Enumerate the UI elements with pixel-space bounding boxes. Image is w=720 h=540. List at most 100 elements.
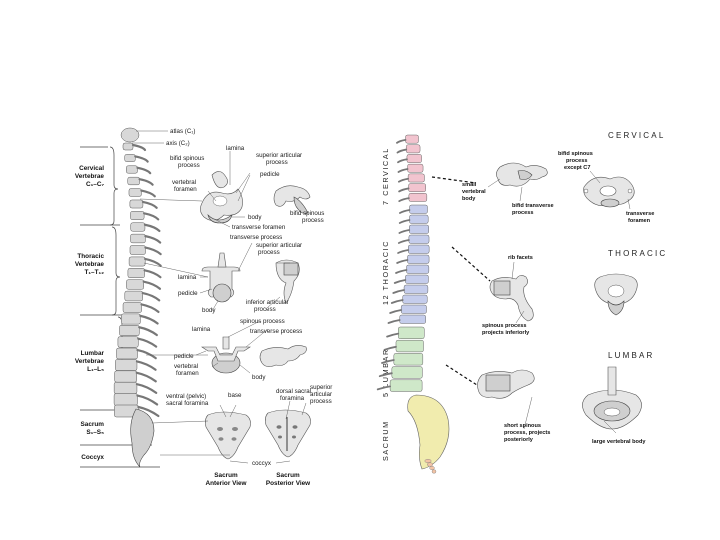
coccyx-segment <box>427 462 434 467</box>
vlabel-thoracic: 12 THORACIC <box>381 240 390 305</box>
section-coccyx-name: Coccyx <box>81 454 104 461</box>
svg-text:transverse: transverse <box>626 211 654 217</box>
process-mark <box>398 187 410 193</box>
svg-text:transverse process: transverse process <box>250 328 302 335</box>
vertebra-side <box>128 256 146 267</box>
vertebra-side <box>127 268 145 278</box>
svg-text:12 THORACIC: 12 THORACIC <box>381 240 390 305</box>
process-mark <box>392 289 405 294</box>
thoracic-vertebra <box>402 294 428 304</box>
svg-text:base: base <box>228 392 242 399</box>
process-mark <box>397 168 409 173</box>
thoracic-vertebra-top-view <box>201 252 241 303</box>
spinous-process-mark <box>144 235 162 244</box>
label-bifid-spinous-2b: process <box>302 217 324 224</box>
svg-text:Sacrum: Sacrum <box>81 421 105 428</box>
svg-text:CERVICAL: CERVICAL <box>608 131 665 140</box>
label-pedicle-lumbar: pedicle <box>174 353 194 360</box>
label-bifid-spinous-1b: process <box>178 162 200 169</box>
svg-text:foramen: foramen <box>628 218 651 224</box>
svg-text:T₁–T₁₂: T₁–T₁₂ <box>85 269 105 276</box>
svg-text:process: process <box>566 158 587 164</box>
svg-text:C₁–C₇: C₁–C₇ <box>86 181 104 188</box>
section-sacrum-name: Sacrum <box>81 421 105 428</box>
leader-lines <box>132 130 307 464</box>
svg-text:superior articular: superior articular <box>256 242 302 249</box>
svg-text:superior articular: superior articular <box>256 152 302 159</box>
svg-text:short spinous: short spinous <box>504 423 541 429</box>
spinous-process-mark <box>144 246 162 256</box>
vertebra-side <box>130 233 146 244</box>
cervical-vertebra <box>405 144 421 154</box>
section-lumbar-name: Lumbar <box>81 350 105 357</box>
thoracic-vertebra <box>408 234 430 244</box>
process-mark <box>398 197 410 203</box>
svg-text:bifid transverse: bifid transverse <box>512 203 554 209</box>
spinous-process-mark <box>136 394 159 406</box>
label-base: base <box>228 392 242 399</box>
thoracic-vertebra <box>400 304 427 314</box>
svg-text:process: process <box>178 162 200 169</box>
spinous-process-mark <box>143 212 160 221</box>
svg-text:lamina: lamina <box>226 145 245 152</box>
spinous-process-mark <box>131 143 147 152</box>
svg-text:bifid spinous: bifid spinous <box>558 151 593 157</box>
process-mark <box>387 319 401 324</box>
svg-text:inferior articular: inferior articular <box>246 299 289 306</box>
spine-anatomy-left-diagram: Cervical Vertebrae C₁–C₇ Thoracic Verteb… <box>75 115 345 500</box>
vertebra-side <box>121 313 141 325</box>
svg-text:lamina: lamina <box>178 274 197 281</box>
label-large-body: large vertebral body <box>592 439 646 445</box>
svg-text:process: process <box>512 210 533 216</box>
label-vertebral-foramen-cervical-b: foramen <box>174 186 197 193</box>
process-mark <box>393 279 407 284</box>
svg-text:articular: articular <box>310 391 332 398</box>
svg-text:foramen: foramen <box>176 370 199 377</box>
section-cervical-line2: Vertebrae <box>75 173 105 180</box>
lumbar-vertebra-top-view <box>201 336 251 374</box>
coccyx-segment <box>424 459 432 464</box>
label-spinous-inferior-b: projects inferiorly <box>482 330 530 336</box>
label-atlas: atlas (C₁) <box>170 128 195 135</box>
sacrum-colored <box>407 394 450 470</box>
cervical-vertebra <box>407 173 425 183</box>
spinous-process-mark <box>135 383 158 394</box>
label-superior-articular-sacral-b: articular <box>310 391 332 398</box>
process-mark <box>378 372 393 378</box>
svg-text:posteriorly: posteriorly <box>504 437 534 443</box>
thoracic-vertebra <box>409 224 429 234</box>
svg-text:small: small <box>462 182 477 188</box>
cervical-illustration-top <box>583 176 635 208</box>
label-bifid-transverse-b: process <box>512 210 533 216</box>
process-mark <box>390 299 404 304</box>
vertical-region-labels: 7 CERVICAL 12 THORACIC 5 LUMBAR SACRUM <box>381 147 390 461</box>
svg-text:process: process <box>258 249 280 256</box>
thoracic-vertebra <box>405 274 429 284</box>
lumbar-vertebra <box>389 379 423 392</box>
label-superior-articular-cervical: superior articular <box>256 152 302 159</box>
spinous-process-mark <box>137 405 160 418</box>
label-transverse-process-thoracic: transverse process <box>230 234 282 241</box>
process-mark <box>397 239 410 244</box>
svg-text:superior: superior <box>310 384 332 391</box>
label-transverse-foramen-b: foramen <box>628 218 651 224</box>
cervical-illustration-side <box>496 162 548 187</box>
svg-text:pedicle: pedicle <box>174 353 194 360</box>
svg-text:Anterior View: Anterior View <box>205 480 246 487</box>
label-coccyx: coccyx <box>252 460 272 467</box>
spine-side-view <box>113 127 162 468</box>
svg-text:except C7: except C7 <box>564 165 590 171</box>
svg-text:SACRUM: SACRUM <box>381 420 390 461</box>
spinous-process-mark <box>136 166 152 175</box>
label-body-lumbar: body <box>252 374 266 381</box>
svg-text:process, projects: process, projects <box>504 430 550 436</box>
vlabel-lumbar: 5 LUMBAR <box>381 348 390 397</box>
svg-text:pedicle: pedicle <box>260 171 280 178</box>
spinous-process-mark <box>137 337 158 348</box>
svg-text:vertebral: vertebral <box>172 179 196 186</box>
vertebra-side <box>124 290 143 302</box>
process-mark <box>397 249 410 254</box>
svg-text:Cervical: Cervical <box>79 165 104 172</box>
vertebra-side <box>115 359 138 371</box>
svg-text:coccyx: coccyx <box>252 460 272 467</box>
